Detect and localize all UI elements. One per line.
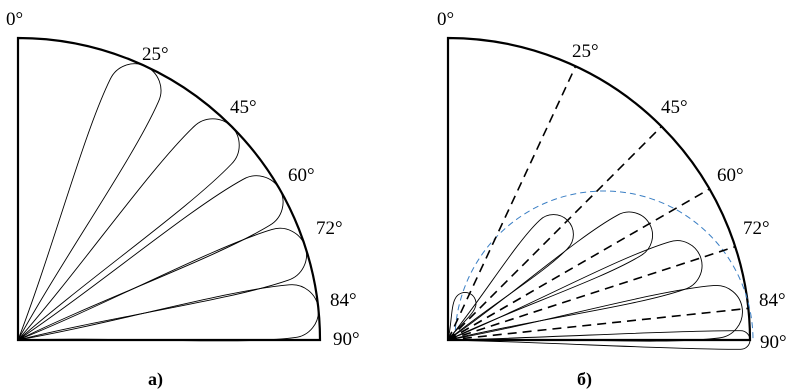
panel-caption: а) [148, 369, 163, 389]
lobe-90 [447, 330, 751, 350]
dashed-ray-45 [447, 125, 663, 341]
angle-label-60: 60° [288, 165, 315, 186]
top-angle-label: 0° [437, 9, 454, 30]
lobe-45 [17, 118, 240, 341]
panel-caption: б) [577, 369, 592, 389]
lobe-84 [17, 284, 319, 342]
panel-a: 0° 25° 45° 60° 72° 84° 90° а) [6, 9, 360, 389]
lobe-60 [17, 175, 284, 341]
angle-label-72: 72° [743, 218, 770, 239]
angle-label-25: 25° [572, 41, 599, 62]
lobe-60 [447, 211, 653, 341]
quarter-circle-frame [16, 36, 322, 342]
dashed-ray-84 [447, 307, 749, 341]
lobe-25 [447, 292, 477, 341]
angle-label-84: 84° [330, 290, 357, 311]
end-angle-label: 90° [333, 329, 360, 350]
lobe-25 [17, 63, 162, 341]
top-angle-label: 0° [6, 9, 23, 30]
angle-label-25: 25° [142, 44, 169, 65]
lobe-72 [17, 227, 307, 341]
angle-label-60: 60° [717, 165, 744, 186]
lobes-a [17, 63, 319, 342]
end-angle-label: 90° [760, 332, 787, 353]
angle-label-72: 72° [316, 218, 343, 239]
lobe-72 [447, 240, 703, 341]
dashed-ray-25 [447, 65, 577, 341]
lobe-84 [447, 285, 743, 342]
lobe-45 [447, 214, 574, 341]
dashed-ray-72 [447, 245, 736, 341]
angle-label-84: 84° [759, 290, 786, 311]
angle-label-45: 45° [230, 97, 257, 118]
dashed-rays [447, 65, 749, 341]
lobes-b [447, 211, 751, 350]
panel-b: 0° 25° 45° 60° 72° 84° 90° б) [437, 9, 787, 389]
angle-label-45: 45° [661, 97, 688, 118]
envelope-arc [454, 190, 754, 341]
dashed-ray-60 [447, 188, 710, 341]
